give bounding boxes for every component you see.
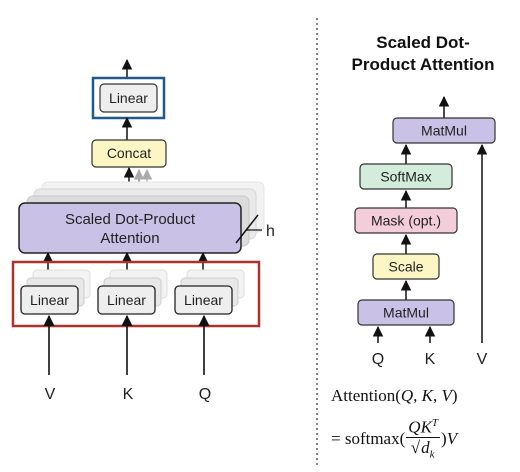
linear-projections-highlight	[11, 260, 261, 328]
input-k-label: K	[123, 386, 134, 403]
linear-v-label: Linear	[30, 292, 69, 308]
top-linear-label: Linear	[109, 90, 148, 106]
head-count-bracket	[235, 214, 259, 244]
matmul-top-box	[392, 117, 496, 144]
linear-k-box	[97, 285, 156, 315]
formula-v: V	[441, 386, 452, 405]
multi-head-attention: Linear Concat Scaled Dot-Product Attenti…	[11, 58, 275, 403]
attention-formula-line1: Attention(Q, K, V)	[331, 386, 458, 406]
formula-comma-1: ,	[413, 386, 422, 405]
head-count-label: h	[266, 223, 275, 240]
input-v-label: V	[45, 386, 56, 403]
sdpa-title-line1: Scaled Dot-	[376, 33, 470, 52]
scale-label: Scale	[388, 259, 423, 275]
sdpa-title-line2: Product Attention	[352, 55, 495, 74]
formula-num-k: K	[420, 417, 432, 437]
sdpa-input-q-label: Q	[372, 351, 384, 368]
formula-sqrt-body: dk	[420, 436, 436, 461]
softmax-box	[359, 163, 453, 190]
scale-box	[372, 253, 440, 280]
linear-k-label: Linear	[107, 292, 146, 308]
attention-formula-line2: = softmax(QKT√dk)V	[331, 414, 457, 464]
mask-box	[354, 207, 458, 234]
scaled-dot-product-attention: Scaled Dot- Product Attention MatMul Sof…	[352, 33, 496, 368]
formula-paren-open: (	[395, 386, 401, 405]
formula-den-d: d	[421, 437, 430, 457]
formula-k: K	[421, 386, 434, 405]
top-linear-box	[99, 83, 158, 113]
formula-paren-close: )	[451, 386, 458, 405]
mask-label: Mask (opt.)	[371, 213, 441, 229]
softmax-label: SoftMax	[380, 169, 431, 185]
formula-softmax: = softmax(	[331, 429, 406, 449]
sdpa-input-k-label: K	[425, 351, 436, 368]
attention-label-line2: Attention	[100, 230, 159, 247]
formula-v-final: V	[446, 429, 458, 449]
matmul-bottom-label: MatMul	[383, 305, 429, 321]
linear-v-box	[20, 285, 79, 315]
sdpa-input-v-label: V	[477, 351, 488, 368]
input-q-label: Q	[199, 386, 211, 403]
attention-label-line1: Scaled Dot-Product	[65, 211, 196, 228]
formula-close-paren: )	[441, 429, 447, 449]
formula-comma-2: ,	[433, 386, 442, 405]
formula-num-t: T	[431, 417, 439, 429]
formula-fraction: QKT√dk	[406, 414, 441, 464]
formula-numerator: QKT	[406, 414, 441, 438]
matmul-top-label: MatMul	[421, 123, 467, 139]
formula-num-q: Q	[408, 417, 421, 437]
formula-denominator: √dk	[406, 436, 440, 464]
matmul-bottom-box	[357, 299, 455, 326]
formula-q: Q	[400, 386, 414, 405]
formula-den-k: k	[429, 448, 435, 461]
linear-q-box	[174, 285, 233, 315]
formula-attention-word: Attention	[331, 386, 396, 405]
linear-q-label: Linear	[184, 292, 223, 308]
formula-sqrt-icon: √	[410, 437, 421, 457]
concat-label: Concat	[107, 145, 151, 161]
